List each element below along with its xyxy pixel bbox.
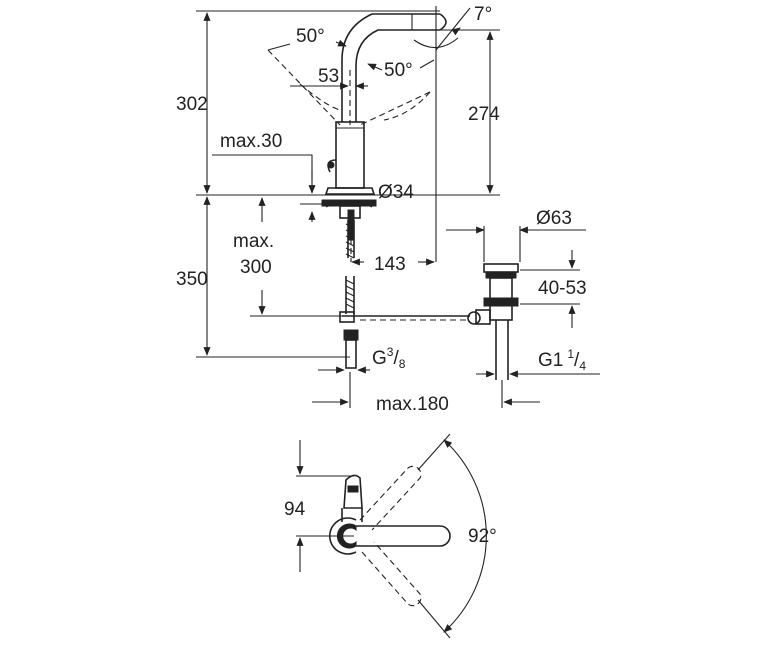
g114-prefix: G1 [538,350,563,371]
rod-ball-joint [467,311,481,325]
rod-clamp [339,311,355,323]
waste-flange [485,271,517,279]
max-180-label: max.180 [376,394,449,415]
g38-numerator: 3 [387,345,394,359]
lever-dashed-lower [361,541,422,607]
max-300-label-line2: 300 [240,257,272,278]
g38-denominator: 8 [399,357,406,371]
plan-view: 94 92° [284,433,497,639]
plan-spout-outlet [347,485,359,493]
angle-50-top-leader [267,43,291,51]
tilt-7-arrow [451,27,461,36]
waste-locknut [483,297,519,307]
swivel-right-arc [383,91,431,121]
g114-numerator: 1 [567,347,574,361]
rotation-92-ext-bottom [417,599,451,639]
deck-nut [321,199,377,207]
elevation-view: 302 350 274 50° 50° [176,4,600,415]
spout-head [439,13,447,31]
faucet-body [335,121,365,189]
g114-denominator: 4 [579,359,586,373]
swivel-left-arc [299,83,341,111]
g38-label: G3/8 [372,345,406,371]
max-300-label-line1: max. [233,231,274,252]
connector-nut [343,329,359,341]
lever-dashed-upper [359,465,422,531]
lever-pivot [327,161,335,169]
g38-prefix: G [372,348,387,369]
dia-63-label: Ø63 [536,208,572,229]
proj-143-label: 143 [374,254,406,275]
base-flange [324,187,376,195]
rotation-92-arc [443,439,487,633]
plan-body-outer [329,517,357,555]
dia-34-label: Ø34 [378,182,414,203]
max-30-leader [212,154,313,180]
lever-offset-label: 94 [284,499,306,520]
tilt-7-arc [413,37,459,49]
spout-inner-contour [355,29,440,122]
angle-50-top-arrow [335,39,347,47]
swivel-right-line [359,91,431,126]
spout-outer-contour [341,13,440,122]
height-274-label: 274 [468,104,500,125]
connection-pipe [345,339,357,369]
lever-solid [356,525,451,547]
max-30-label: max.30 [220,131,282,152]
rotation-92-label: 92° [468,526,497,547]
height-350-label: 350 [176,269,208,290]
tilt-7-label: 7° [474,4,492,25]
hose-braiding [345,223,355,309]
waste-rod-housing [475,309,491,325]
offset-53-label: 53 [318,66,339,87]
height-302-label: 302 [176,94,208,115]
angle-50-top-label: 50° [296,26,325,47]
waste-cap [483,263,519,273]
rotation-92-ext-top [417,433,451,471]
angle-50-side-arrow [367,63,383,71]
angle-50-side-label: 50° [384,60,413,81]
waste-range-label: 40-53 [538,278,587,299]
plan-spout-head [343,474,363,509]
angle-50-side-leader [419,59,435,69]
